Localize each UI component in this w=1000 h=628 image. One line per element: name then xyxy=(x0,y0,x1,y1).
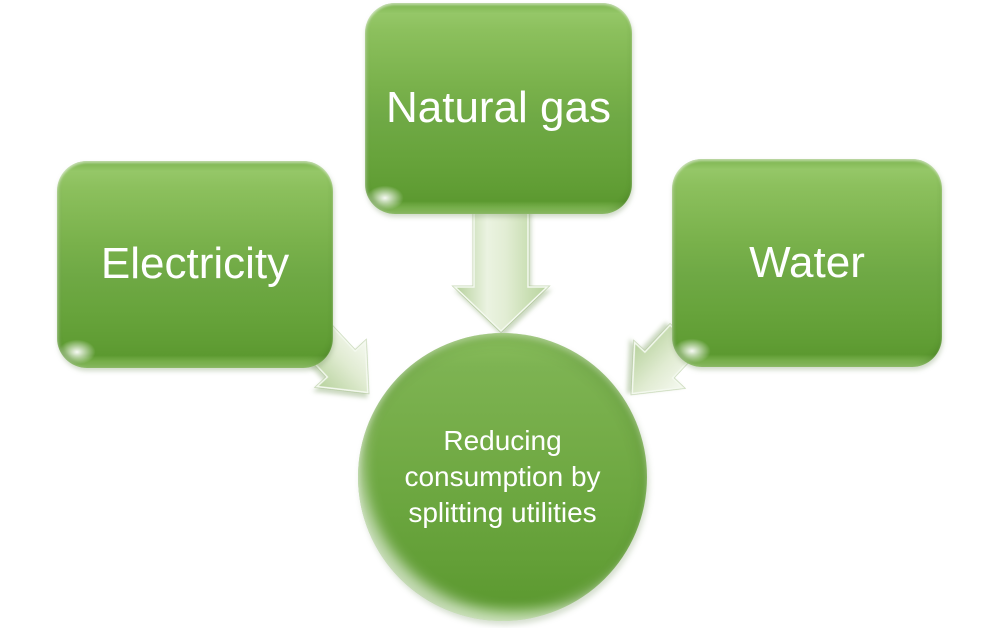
source-box-electricity: Electricity xyxy=(57,161,333,368)
source-box-label: Natural gas xyxy=(385,83,611,133)
result-circle-label: Reducing consumption by splitting utilit… xyxy=(404,424,601,529)
source-box-label: Electricity xyxy=(100,239,290,289)
source-box-label: Water xyxy=(749,237,865,287)
source-box-natural-gas: Natural gas xyxy=(365,3,632,214)
arrow-down-icon xyxy=(451,201,551,334)
result-circle: Reducing consumption by splitting utilit… xyxy=(358,333,647,621)
source-box-water: Water xyxy=(672,159,942,367)
